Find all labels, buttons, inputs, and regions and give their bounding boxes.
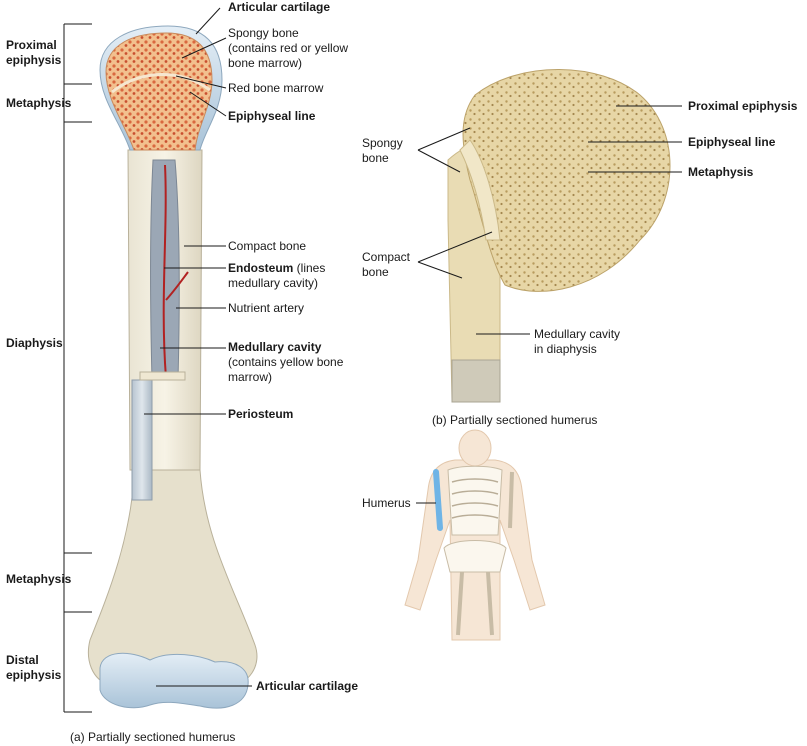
label-b-medullary-cavity: Medullary cavity in diaphysis bbox=[534, 327, 621, 356]
label-periosteum: Periosteum bbox=[228, 407, 294, 421]
label-red-bone-marrow: Red bone marrow bbox=[228, 81, 324, 95]
label-nutrient-artery: Nutrient artery bbox=[228, 301, 305, 315]
label-articular-cartilage-bottom: Articular cartilage bbox=[256, 679, 359, 693]
label-articular-cartilage-top: Articular cartilage bbox=[228, 0, 331, 14]
label-epiphyseal-line: Epiphyseal line bbox=[228, 109, 316, 123]
region-label-metaphysis-top: Metaphysis bbox=[6, 96, 72, 110]
region-label-metaphysis-bottom: Metaphysis bbox=[6, 572, 72, 586]
label-b-spongy-bone: Spongy bone bbox=[362, 136, 403, 165]
region-bracket bbox=[63, 23, 92, 713]
label-compact-bone: Compact bone bbox=[228, 239, 307, 253]
label-medullary-cavity: Medullary cavity (contains yellow bone m… bbox=[228, 340, 344, 384]
label-spongy-bone: Spongy bone (contains red or yellow bone… bbox=[228, 26, 349, 70]
panel-a-leader-lines bbox=[144, 7, 252, 687]
region-label-distal-epiphysis: Distal epiphysis bbox=[6, 653, 62, 682]
label-endosteum: Endosteum (lines medullary cavity) bbox=[228, 261, 326, 290]
panel-b-leader-lines bbox=[417, 105, 682, 335]
label-b-metaphysis: Metaphysis bbox=[688, 165, 754, 179]
label-humerus: Humerus bbox=[362, 496, 411, 510]
label-b-proximal-epiphysis: Proximal epiphysis bbox=[688, 99, 798, 113]
caption-panel-a: (a) Partially sectioned humerus bbox=[70, 730, 236, 744]
humerus-section-illustration bbox=[87, 25, 258, 709]
label-b-compact-bone: Compact bone bbox=[362, 250, 411, 279]
caption-panel-b: (b) Partially sectioned humerus bbox=[432, 413, 598, 427]
region-label-diaphysis: Diaphysis bbox=[6, 336, 63, 350]
humerus-photo-section bbox=[447, 69, 671, 403]
region-label-proximal-epiphysis: Proximal epiphysis bbox=[6, 38, 62, 67]
label-b-epiphyseal-line: Epiphyseal line bbox=[688, 135, 776, 149]
skeleton-outline bbox=[404, 429, 546, 641]
